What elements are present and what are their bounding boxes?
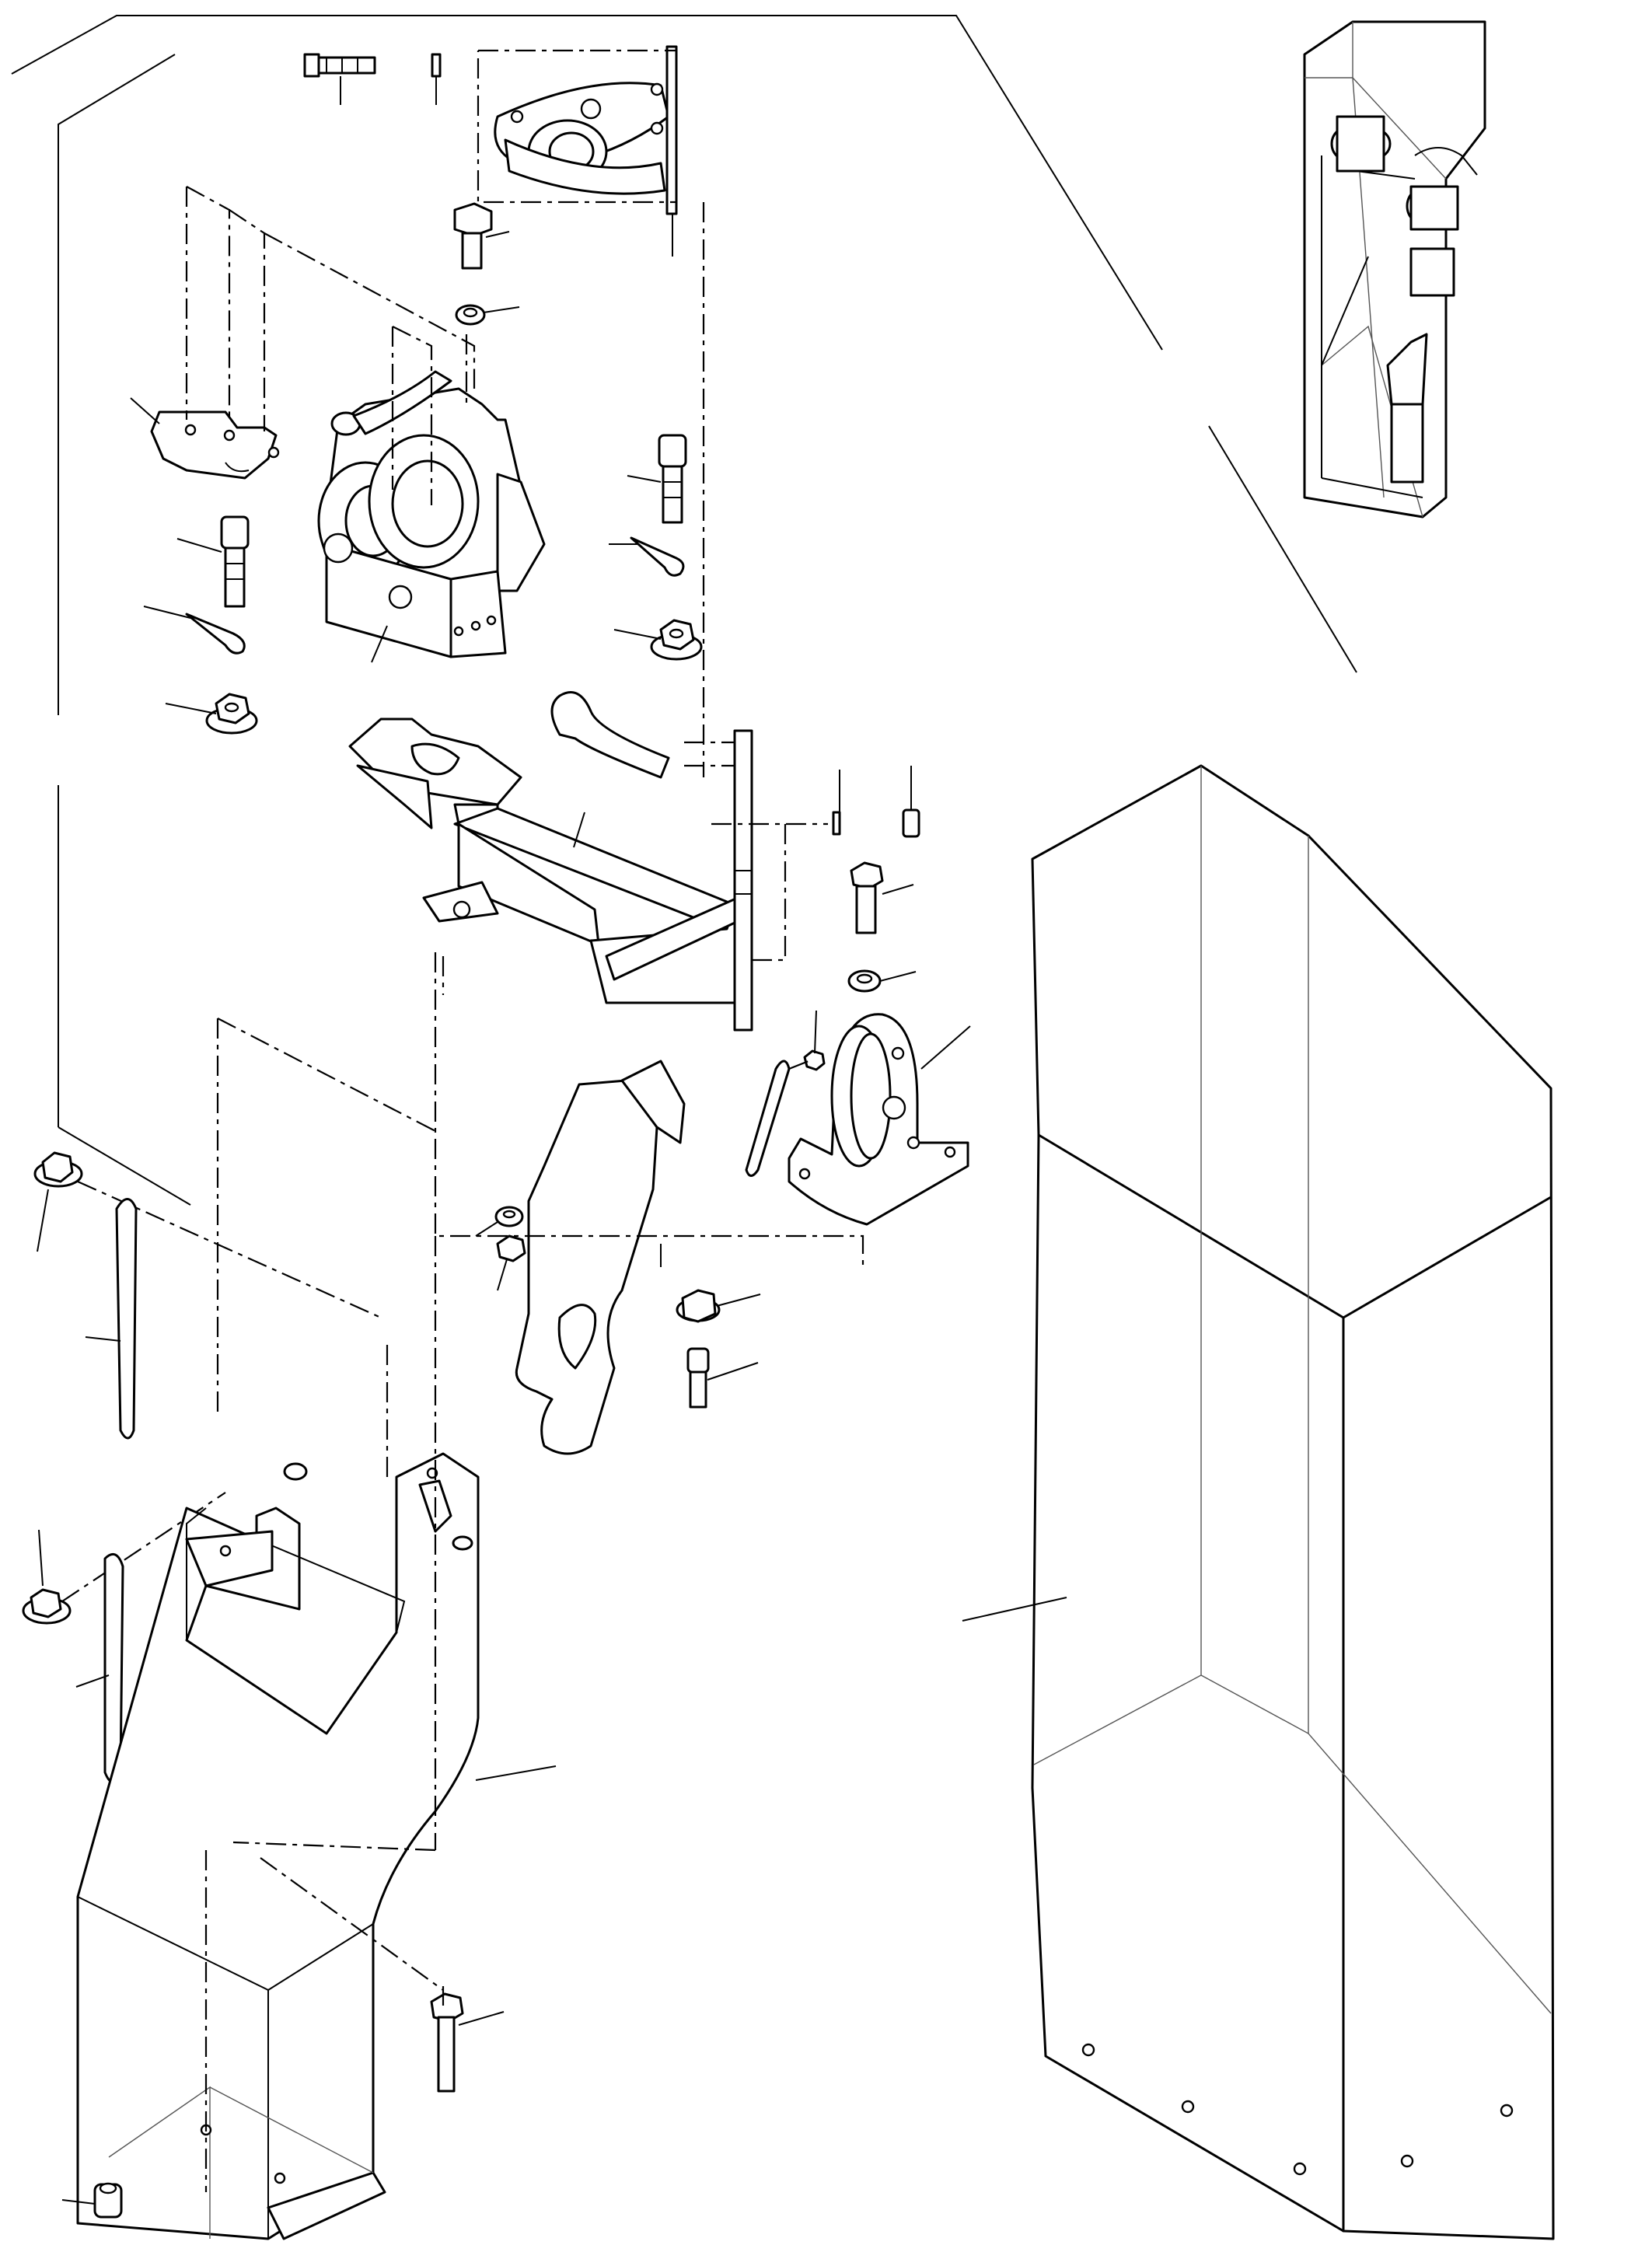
hex-nut-small-right <box>803 1010 826 1071</box>
sheave-block-bracket <box>494 45 678 257</box>
support-arm <box>348 718 753 1032</box>
bottom-guard <box>76 1452 557 2240</box>
spacer <box>902 766 920 838</box>
hex-flange-nut-lower <box>676 1289 761 1323</box>
lower-dash-lines <box>204 956 445 2192</box>
wire-loop-right <box>745 1060 809 1177</box>
washer-mid <box>847 969 917 993</box>
wire-sling-upper <box>85 1198 138 1440</box>
socket-cap-screw-left <box>176 515 250 608</box>
hex-flange-nut-left <box>165 693 258 735</box>
washer-upper <box>455 304 520 326</box>
socket-cap-screw-right <box>627 434 687 524</box>
hex-flange-nut-sling-lower <box>22 1492 226 1625</box>
hex-flange-nut-sling-upper <box>33 1151 382 1319</box>
wire-sling-lower <box>75 1552 124 1783</box>
pulley-block <box>788 1013 971 1226</box>
small-washer <box>832 770 841 836</box>
assembly-location-inset <box>1303 20 1486 518</box>
top-washer <box>431 53 442 105</box>
top-bolt <box>303 53 376 105</box>
frame-lines <box>11 15 1357 1206</box>
socket-cap-screw-lower <box>686 1347 759 1409</box>
hex-bolt-mid <box>850 861 914 934</box>
housing-cover <box>962 764 1555 2240</box>
hex-flange-nut-right <box>613 619 703 661</box>
handle-hook <box>550 691 735 779</box>
hex-bolt-upper <box>453 202 510 270</box>
clamp-lever <box>515 1060 686 1455</box>
winch-dashed-lines <box>185 49 705 777</box>
hex-nut-lever-upper <box>475 1206 524 1237</box>
sleeve <box>61 2182 123 2219</box>
long-bolt <box>430 1986 505 2093</box>
winch <box>317 370 546 663</box>
retaining-pin-right <box>609 536 685 577</box>
hex-nut-lever-lower <box>496 1234 526 1291</box>
retaining-pin-left <box>143 606 246 655</box>
mounting-plate <box>130 397 280 480</box>
